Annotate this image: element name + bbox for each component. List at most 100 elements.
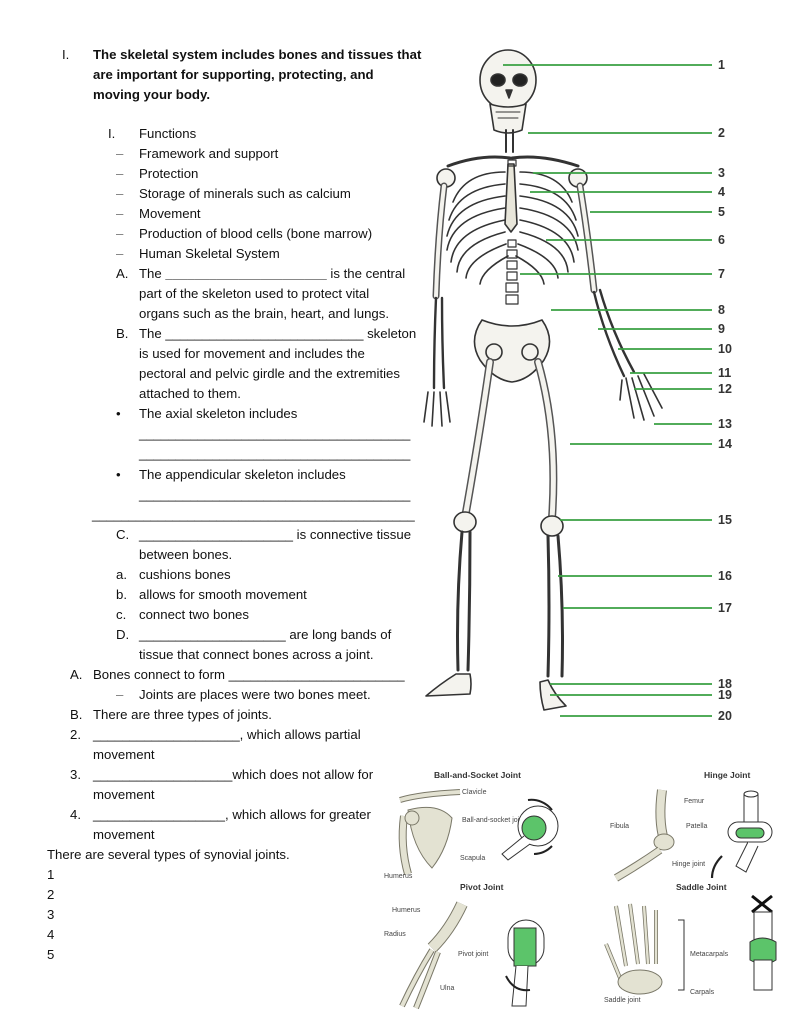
cartilage-marker: a. bbox=[116, 567, 127, 582]
bullet-dot: • bbox=[116, 406, 121, 421]
skeleton-label-9: 9 bbox=[718, 322, 725, 336]
saddle-title: Saddle Joint bbox=[676, 882, 727, 892]
cartilage-item: connect two bones bbox=[139, 607, 249, 622]
axial-blank-2: _____________________________________ bbox=[139, 446, 411, 461]
skeleton-label-18: 18 bbox=[718, 677, 732, 691]
cartilage-marker: b. bbox=[116, 587, 127, 602]
dash-marker: – bbox=[116, 246, 124, 261]
pivot-panel: Pivot Joint Humerus Radius Pivot joint U… bbox=[384, 882, 545, 1010]
label-humerus-pivot: Humerus bbox=[392, 907, 421, 914]
skeleton-label-13: 13 bbox=[718, 417, 732, 431]
item-b-marker: B. bbox=[116, 326, 129, 341]
ball-socket-panel: Ball-and-Socket Joint Clavicle Ball-and-… bbox=[384, 770, 559, 880]
dash-marker: – bbox=[116, 687, 124, 702]
joints-a-text: Bones connect to form __________________… bbox=[93, 667, 405, 682]
joint-type-marker: 3. bbox=[70, 767, 81, 782]
item-c-line-1: _____________________ is connective tiss… bbox=[139, 527, 412, 542]
functions-title: Functions bbox=[139, 126, 197, 141]
function-item: Movement bbox=[139, 206, 201, 221]
pivot-title: Pivot Joint bbox=[460, 882, 504, 892]
synovial-number: 1 bbox=[47, 867, 55, 882]
synovial-number: 2 bbox=[47, 887, 55, 902]
item-a-line-3: organs such as the brain, heart, and lun… bbox=[139, 306, 389, 321]
dash-marker: – bbox=[116, 166, 124, 181]
label-carpals: Carpals bbox=[690, 989, 715, 996]
joint-type-line-2: movement bbox=[93, 747, 155, 762]
joint-type-line-1: ___________________which does not allow … bbox=[93, 767, 374, 782]
label-patella: Patella bbox=[686, 823, 708, 830]
item-a-marker: A. bbox=[116, 266, 129, 281]
appendicular-blank-1: _____________________________________ bbox=[139, 487, 411, 502]
hinge-model bbox=[710, 790, 773, 879]
skeleton-label-2: 2 bbox=[718, 126, 725, 140]
axial-blank-1: _____________________________________ bbox=[139, 426, 411, 441]
dash-marker: – bbox=[116, 206, 124, 221]
skeleton-label-12: 12 bbox=[718, 382, 732, 396]
synovial-text: There are several types of synovial join… bbox=[47, 847, 290, 862]
joint-type-line-2: movement bbox=[93, 827, 155, 842]
synovial-number: 3 bbox=[47, 907, 55, 922]
skeleton-label-6: 6 bbox=[718, 233, 725, 247]
cartilage-item: allows for smooth movement bbox=[139, 587, 307, 602]
saddle-panel: Saddle Joint Metacarpals Carpals Saddle … bbox=[604, 882, 777, 1004]
skeleton-label-8: 8 bbox=[718, 303, 725, 317]
label-metacarpals: Metacarpals bbox=[690, 951, 729, 958]
ball-socket-model bbox=[501, 798, 559, 861]
ball-socket-title: Ball-and-Socket Joint bbox=[434, 770, 521, 780]
section-heading-line-2: are important for supporting, protecting… bbox=[93, 67, 374, 82]
item-b-line-3: pectoral and pelvic girdle and the extre… bbox=[139, 366, 400, 381]
leader-lines bbox=[503, 64, 712, 717]
label-ball-socket-joint: Ball-and-socket joint bbox=[462, 817, 525, 824]
item-c-line-2: between bones. bbox=[139, 547, 233, 562]
function-item: Human Skeletal System bbox=[139, 246, 280, 261]
joints-a-sub: Joints are places were two bones meet. bbox=[139, 687, 371, 702]
skeleton-label-14: 14 bbox=[718, 437, 732, 451]
label-ulna: Ulna bbox=[440, 985, 455, 992]
label-scapula: Scapula bbox=[460, 855, 485, 862]
function-item: Framework and support bbox=[139, 146, 279, 161]
joints-a-marker: A. bbox=[70, 667, 83, 682]
function-item: Storage of minerals such as calcium bbox=[139, 186, 351, 201]
appendicular-blank-2: ________________________________________… bbox=[92, 507, 415, 522]
label-fibula: Fibula bbox=[610, 823, 629, 830]
item-c-marker: C. bbox=[116, 527, 130, 542]
skeleton-label-3: 3 bbox=[718, 166, 725, 180]
label-radius: Radius bbox=[384, 931, 406, 938]
label-humerus: Humerus bbox=[384, 873, 413, 880]
joints-b-marker: B. bbox=[70, 707, 83, 722]
bullet-dot: • bbox=[116, 467, 121, 482]
function-item: Production of blood cells (bone marrow) bbox=[139, 226, 373, 241]
joint-type-line-1: __________________, which allows for gre… bbox=[93, 807, 371, 822]
item-b-line-1: The ___________________________ skeleton bbox=[139, 326, 417, 341]
item-d-line-2: tissue that connect bones across a joint… bbox=[139, 647, 374, 662]
section-heading-line-1: The skeletal system includes bones and t… bbox=[93, 47, 422, 62]
skeleton-label-10: 10 bbox=[718, 342, 732, 356]
item-a-blank: ______________________ bbox=[165, 266, 327, 281]
functions-numeral: I. bbox=[108, 126, 116, 141]
skeleton-label-4: 4 bbox=[718, 185, 725, 199]
label-pivot-joint: Pivot joint bbox=[458, 951, 488, 958]
cartilage-marker: c. bbox=[116, 607, 127, 622]
skeleton-label-17: 17 bbox=[718, 601, 732, 615]
synovial-number: 5 bbox=[47, 947, 55, 962]
dash-marker: – bbox=[116, 226, 124, 241]
item-b-line-4: attached to them. bbox=[139, 386, 241, 401]
skeleton-label-15: 15 bbox=[718, 513, 732, 527]
label-femur: Femur bbox=[684, 798, 705, 805]
item-d-line-1: ____________________ are long bands of bbox=[139, 627, 392, 642]
item-a-post: is the central bbox=[326, 266, 406, 281]
function-item: Protection bbox=[139, 166, 199, 181]
item-d-marker: D. bbox=[116, 627, 130, 642]
skeleton-label-20: 20 bbox=[718, 709, 732, 723]
section-numeral: I. bbox=[62, 47, 70, 62]
synovial-number: 4 bbox=[47, 927, 55, 942]
skeleton-label-5: 5 bbox=[718, 205, 725, 219]
skeleton-label-1: 1 bbox=[718, 58, 725, 72]
skeleton-drawing bbox=[423, 49, 663, 711]
cartilage-item: cushions bones bbox=[139, 567, 231, 582]
hinge-panel: Hinge Joint Femur Fibula Patella Hinge j… bbox=[610, 770, 773, 882]
joint-type-line-2: movement bbox=[93, 787, 155, 802]
